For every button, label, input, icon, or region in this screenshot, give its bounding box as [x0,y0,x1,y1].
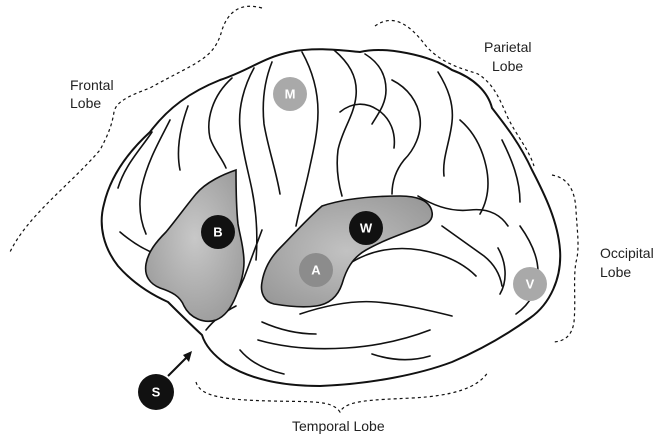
occipital-lobe-label: Occipital Lobe [600,245,658,280]
svg-text:V: V [526,277,535,292]
marker-v: V [513,267,547,301]
svg-text:W: W [360,221,373,236]
frontal-lobe-label: Frontal Lobe [70,77,117,111]
svg-text:S: S [152,385,161,400]
marker-m: M [273,77,307,111]
svg-text:M: M [285,87,296,102]
svg-text:A: A [311,263,321,278]
marker-a: A [299,253,333,287]
temporal-lobe-label: Temporal Lobe [292,418,385,434]
marker-s: S [138,374,174,410]
marker-w: W [349,211,383,245]
marker-b: B [201,215,235,249]
svg-text:B: B [213,225,222,240]
arrow-icon [168,351,192,376]
parietal-lobe-label: Parietal Lobe [484,39,535,74]
